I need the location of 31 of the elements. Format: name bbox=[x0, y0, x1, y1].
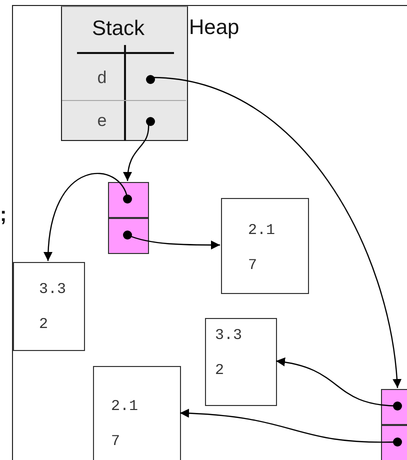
pointer-arrow bbox=[124, 124, 150, 182]
pointer-dot bbox=[146, 117, 155, 126]
field-value: 7 bbox=[248, 256, 258, 275]
field-value: 7 bbox=[111, 432, 122, 451]
field-value: 2.1 bbox=[111, 397, 140, 416]
field-value: 2 bbox=[215, 361, 226, 380]
field-value: 3.3 bbox=[39, 280, 68, 299]
object-box bbox=[93, 366, 181, 460]
pointer-cell bbox=[381, 389, 407, 425]
stack-table bbox=[61, 6, 188, 141]
stray-text: ; bbox=[0, 204, 7, 227]
pointer-arrow bbox=[180, 408, 402, 446]
object-box bbox=[13, 262, 85, 351]
pointer-cell bbox=[108, 218, 149, 254]
object-box bbox=[221, 198, 309, 294]
pointer-arrow bbox=[123, 230, 220, 250]
field-value: 3.3 bbox=[215, 326, 244, 345]
stack-label: Stack bbox=[92, 17, 145, 41]
field-value: 2 bbox=[39, 315, 50, 334]
pointer-dot bbox=[146, 75, 155, 84]
pointer-arrow bbox=[276, 358, 402, 410]
pointer-cell bbox=[108, 182, 149, 218]
object-box bbox=[205, 318, 277, 406]
heap-region bbox=[12, 5, 407, 460]
variable-name: e bbox=[96, 112, 108, 132]
pointer-cell bbox=[381, 425, 407, 460]
heap-label: Heap bbox=[189, 16, 240, 40]
field-value: 2.1 bbox=[248, 221, 276, 240]
pointer-arrow bbox=[44, 172, 132, 262]
variable-name: d bbox=[96, 70, 108, 89]
pointer-arrow bbox=[152, 76, 402, 388]
